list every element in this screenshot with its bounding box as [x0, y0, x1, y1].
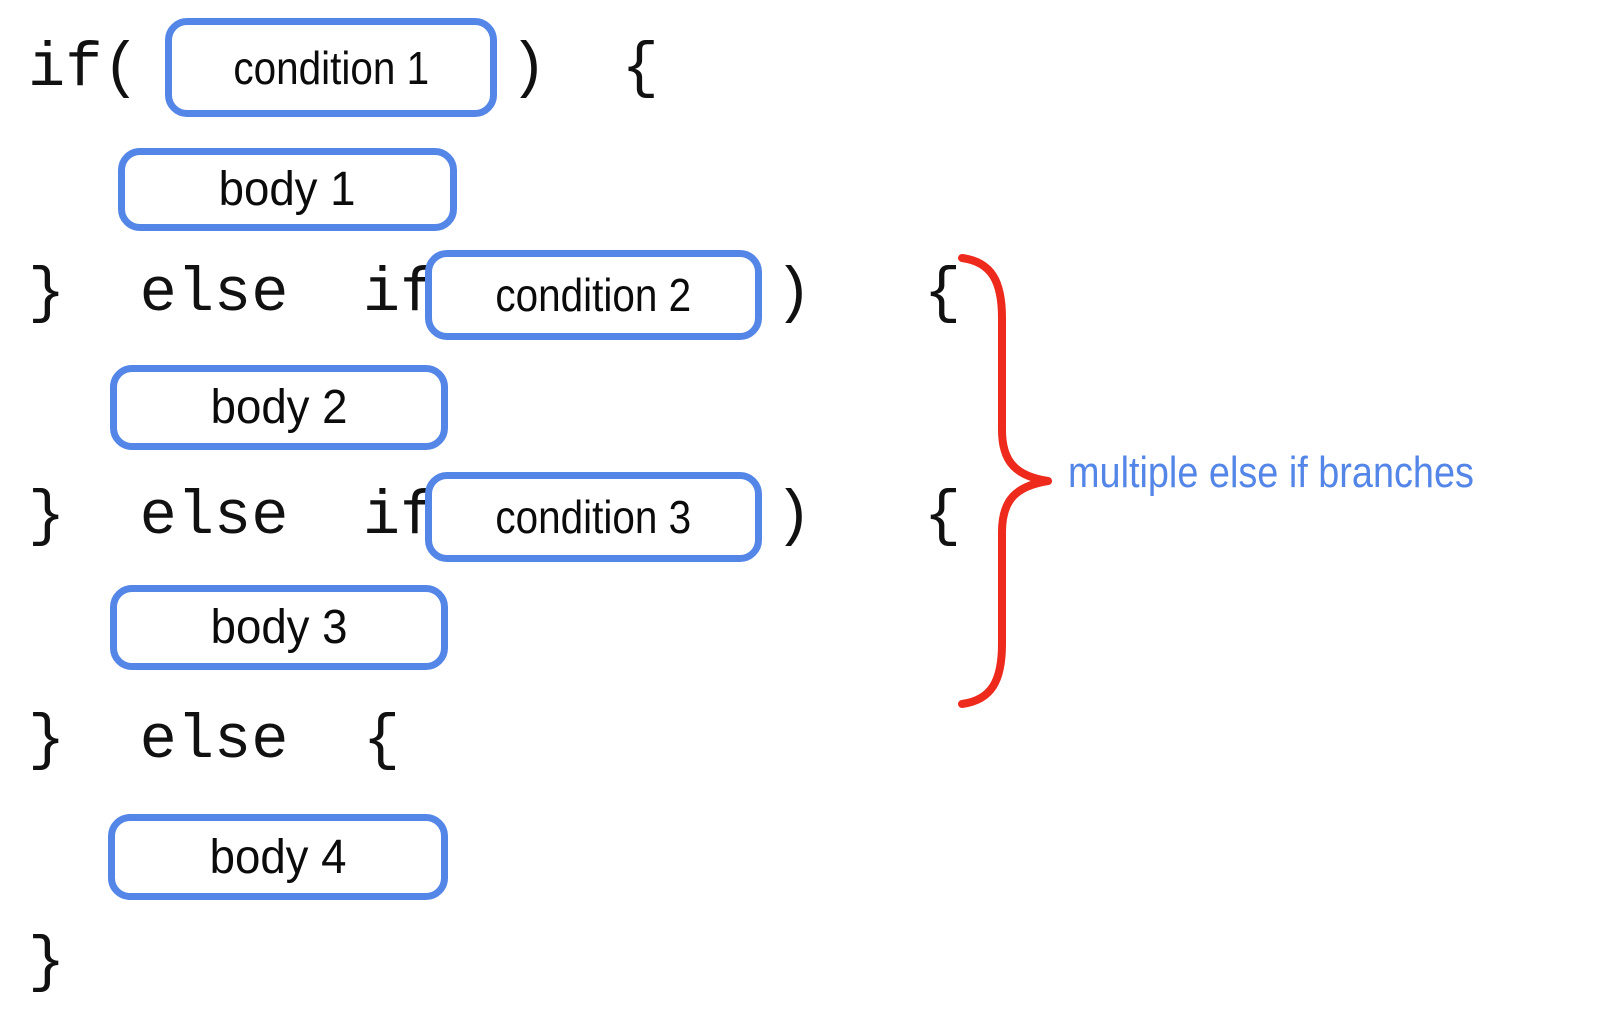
code-if-open: if(	[28, 33, 140, 104]
box-body-2-label: body 2	[210, 381, 348, 434]
box-condition-2[interactable]: condition 2	[425, 250, 762, 340]
box-body-3-label: body 3	[210, 601, 348, 654]
code-line1-close: ) {	[510, 33, 659, 104]
annotation-multiple-else-if-branches: multiple else if branches	[1068, 448, 1474, 497]
code-else-if-open-3: } else if(	[28, 481, 475, 552]
code-final-close: }	[28, 927, 66, 998]
code-line3-close: ) {	[775, 258, 962, 329]
box-condition-3-label: condition 3	[495, 491, 692, 543]
box-condition-1-label: condition 1	[233, 41, 429, 94]
box-body-1[interactable]: body 1	[118, 148, 457, 231]
code-line5-close: ) {	[775, 481, 962, 552]
box-body-3[interactable]: body 3	[110, 585, 448, 670]
box-body-4-label: body 4	[209, 830, 347, 884]
box-condition-3[interactable]: condition 3	[425, 472, 762, 562]
box-body-2[interactable]: body 2	[110, 365, 448, 450]
box-condition-2-label: condition 2	[495, 269, 692, 321]
box-condition-1[interactable]: condition 1	[165, 18, 497, 117]
box-body-4[interactable]: body 4	[108, 814, 448, 900]
box-body-1-label: body 1	[219, 163, 356, 216]
code-else-open: } else {	[28, 705, 401, 776]
code-else-if-open-2: } else if(	[28, 258, 475, 329]
